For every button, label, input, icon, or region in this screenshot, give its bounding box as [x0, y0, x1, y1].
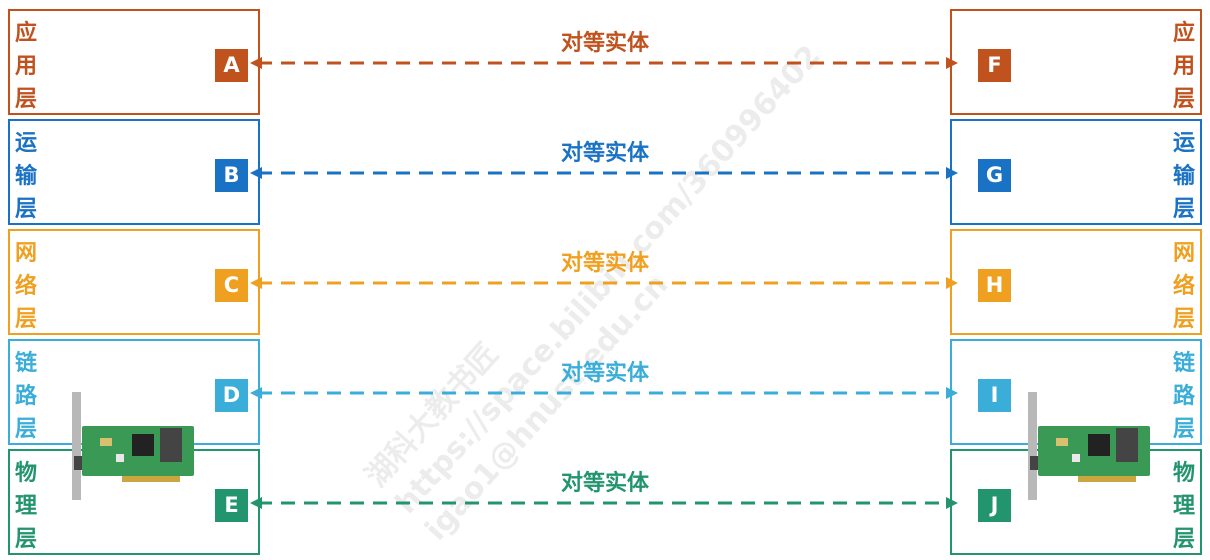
left-physical-layer-box: 物 理 层 E — [8, 449, 260, 555]
entity-badge-c: C — [215, 269, 248, 302]
peer-entity-label: 对等实体 — [560, 361, 649, 386]
label-char: 链 — [15, 351, 38, 376]
label-char: 应 — [15, 21, 38, 46]
entity-badge-i: I — [978, 379, 1011, 412]
label-char: 层 — [15, 417, 38, 442]
peer-entity-label: 对等实体 — [560, 471, 649, 496]
label-char: 层 — [1172, 527, 1195, 552]
label-char: 络 — [1172, 274, 1195, 299]
label-char: 理 — [1172, 494, 1195, 519]
layer-label: 运 输 层 — [1173, 127, 1195, 226]
entity-badge-j: J — [978, 489, 1011, 522]
watermark-line: https://space.bilibili.com/360996402 — [388, 38, 828, 521]
entity-badge-h: H — [978, 269, 1011, 302]
peer-entity-label: 对等实体 — [560, 251, 649, 276]
right-link-layer-box: 链 路 层 I — [950, 339, 1202, 445]
label-char: 网 — [1172, 241, 1195, 266]
label-char: 用 — [15, 54, 38, 79]
network-card-icon — [72, 392, 194, 500]
layer-label: 链 路 层 — [15, 347, 37, 446]
left-application-layer-box: 应 用 层 A — [8, 9, 260, 115]
entity-badge-d: D — [215, 379, 248, 412]
label-char: 层 — [15, 307, 38, 332]
layer-label: 应 用 层 — [15, 17, 37, 116]
layer-label: 物 理 层 — [1173, 457, 1195, 556]
layer-label: 网 络 层 — [1173, 237, 1195, 336]
label-char: 运 — [1172, 131, 1195, 156]
label-char: 应 — [1172, 21, 1195, 46]
label-char: 链 — [1172, 351, 1195, 376]
label-char: 网 — [15, 241, 38, 266]
label-char: 物 — [15, 461, 38, 486]
label-char: 层 — [1172, 417, 1195, 442]
label-char: 层 — [1172, 307, 1195, 332]
label-char: 运 — [15, 131, 38, 156]
right-network-layer-box: 网 络 层 H — [950, 229, 1202, 335]
right-application-layer-box: 应 用 层 F — [950, 9, 1202, 115]
label-char: 用 — [1172, 54, 1195, 79]
label-char: 物 — [1172, 461, 1195, 486]
label-char: 层 — [15, 197, 38, 222]
layer-label: 应 用 层 — [1173, 17, 1195, 116]
left-transport-layer-box: 运 输 层 B — [8, 119, 260, 225]
label-char: 输 — [15, 164, 38, 189]
entity-badge-g: G — [978, 159, 1011, 192]
label-char: 层 — [15, 527, 38, 552]
entity-badge-a: A — [215, 49, 248, 82]
right-transport-layer-box: 运 输 层 G — [950, 119, 1202, 225]
peer-entity-label: 对等实体 — [560, 31, 649, 56]
label-char: 输 — [1172, 164, 1195, 189]
network-card-icon — [1028, 392, 1150, 500]
layer-label: 链 路 层 — [1173, 347, 1195, 446]
peer-entity-label: 对等实体 — [560, 141, 649, 166]
layer-label: 物 理 层 — [15, 457, 37, 556]
entity-badge-b: B — [215, 159, 248, 192]
entity-badge-f: F — [978, 49, 1011, 82]
left-network-layer-box: 网 络 层 C — [8, 229, 260, 335]
label-char: 层 — [1172, 197, 1195, 222]
layer-label: 运 输 层 — [15, 127, 37, 226]
label-char: 络 — [15, 274, 38, 299]
label-char: 路 — [1172, 384, 1195, 409]
label-char: 理 — [15, 494, 38, 519]
label-char: 层 — [15, 87, 38, 112]
label-char: 路 — [15, 384, 38, 409]
entity-badge-e: E — [215, 489, 248, 522]
layer-label: 网 络 层 — [15, 237, 37, 336]
label-char: 层 — [1172, 87, 1195, 112]
